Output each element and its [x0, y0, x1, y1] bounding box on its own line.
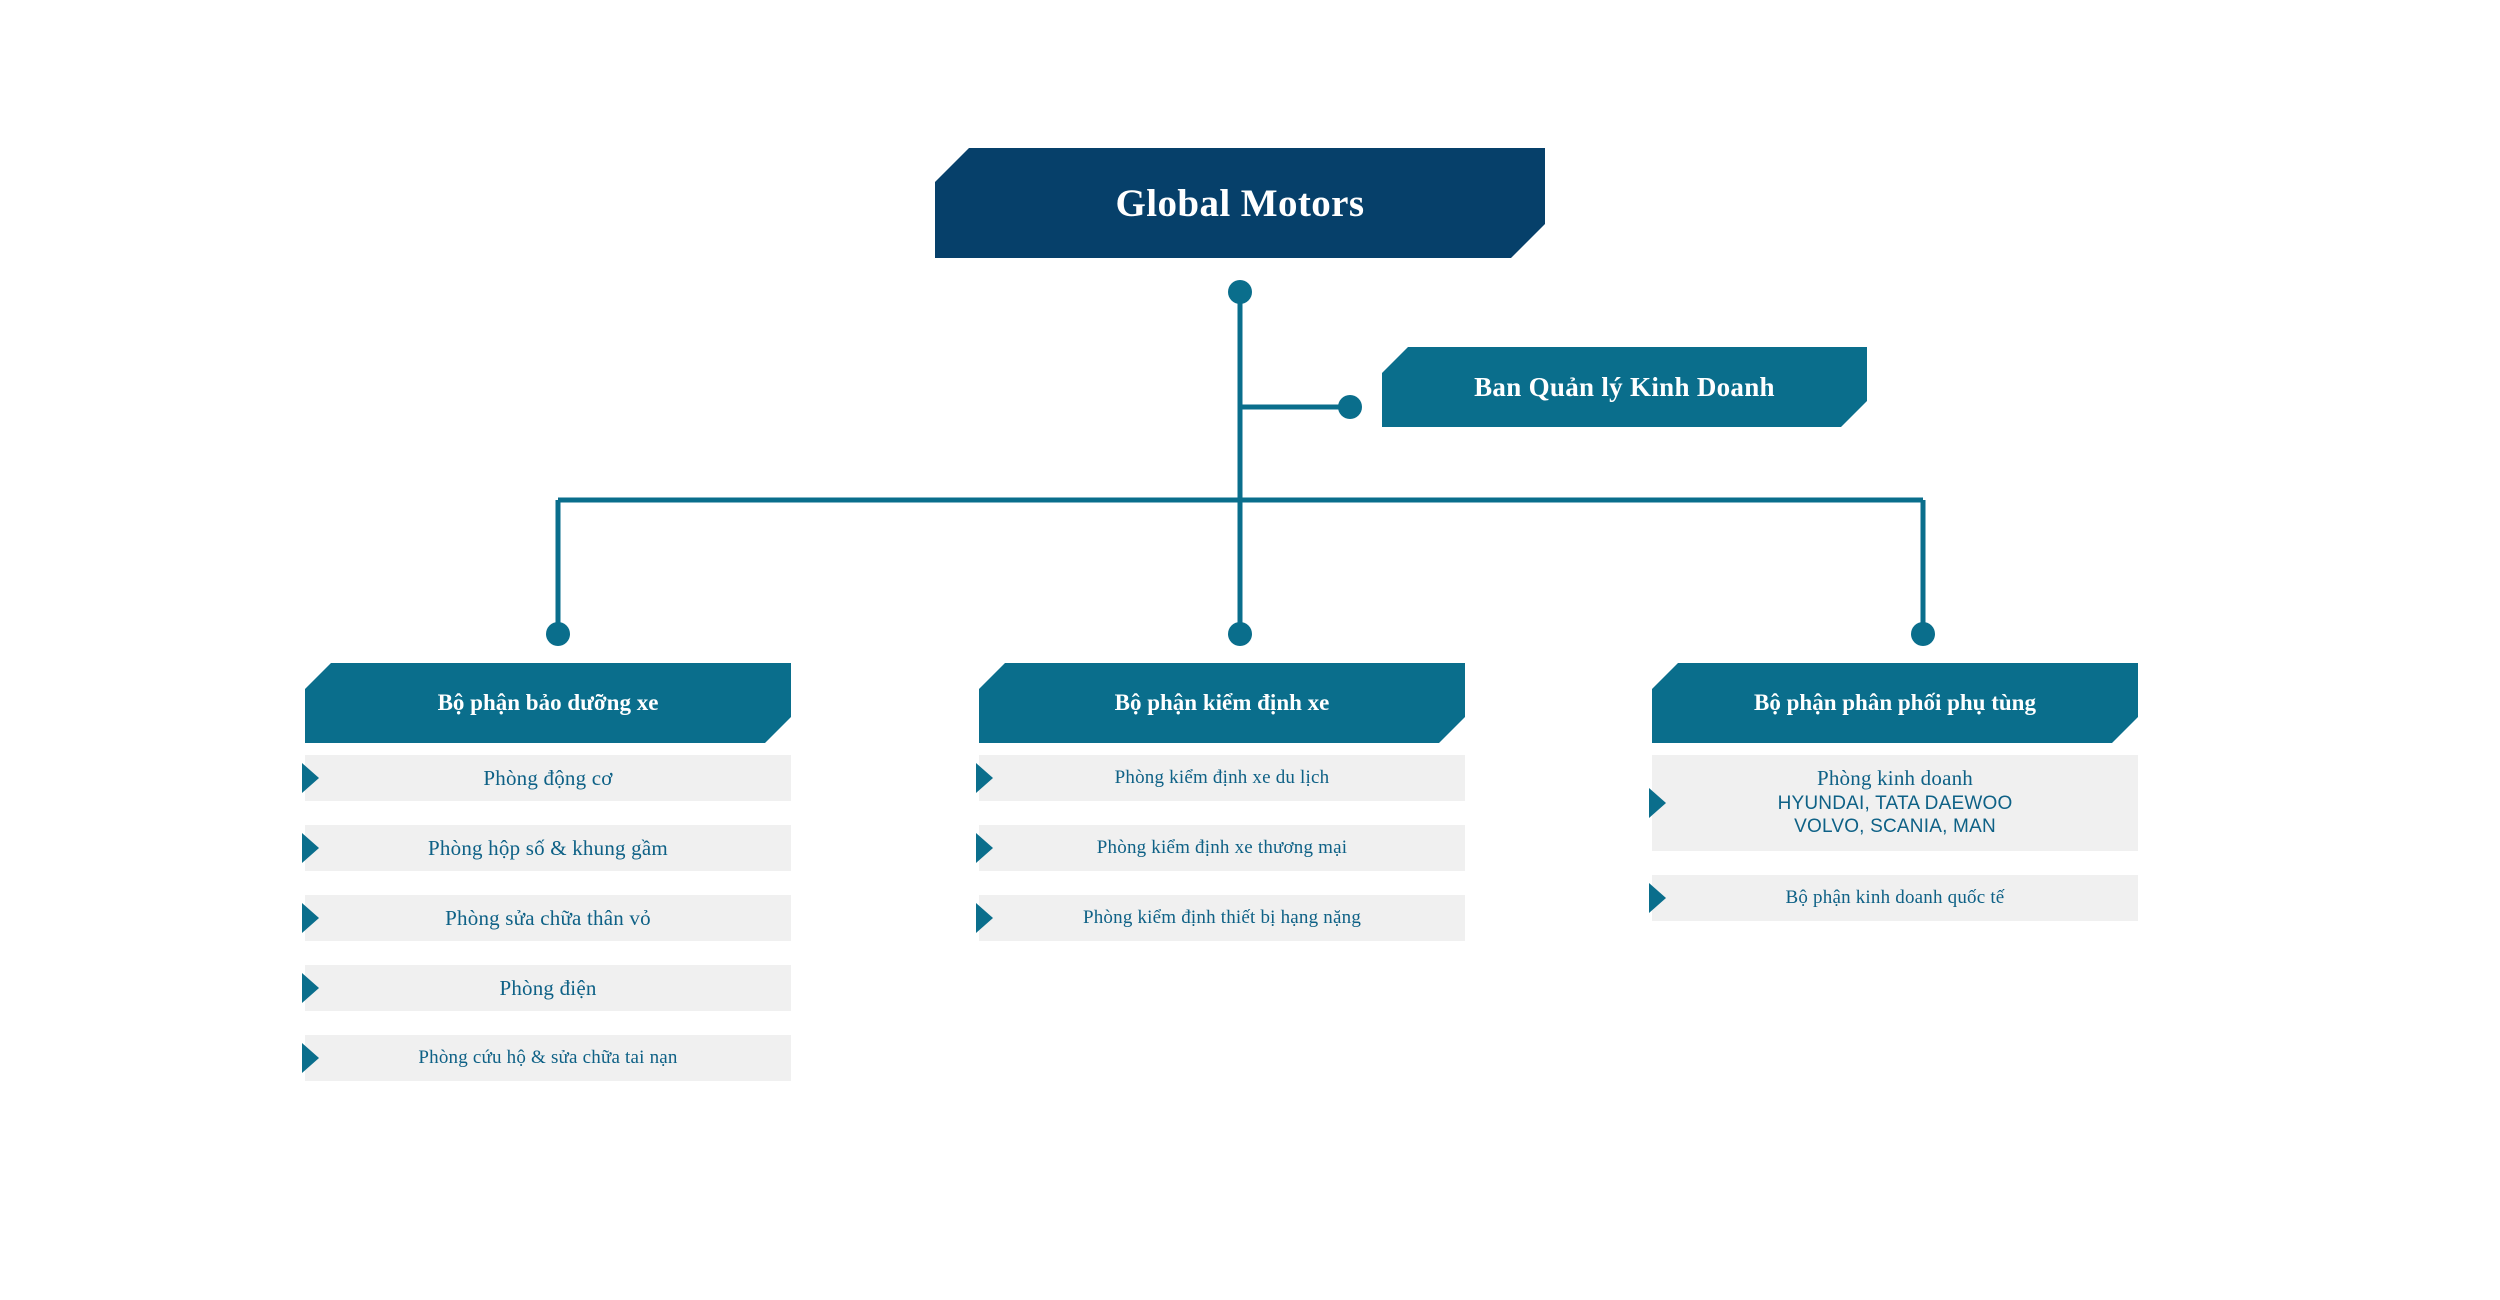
list-item-label: Phòng sửa chữa thân vỏ [445, 905, 651, 930]
department-item-list: Phòng kiểm định xe du lịch Phòng kiểm đị… [976, 755, 1465, 941]
department-header[interactable]: Bộ phận bảo dưỡng xe [305, 663, 791, 743]
list-item-brands: HYUNDAI, TATA DAEWOO VOLVO, SCANIA, MAN [1778, 793, 2013, 839]
list-item-label: Bộ phận kinh doanh quốc tế [1785, 886, 2005, 908]
triangle-marker-icon [976, 833, 993, 863]
list-item-label: Phòng kiểm định xe du lịch [1114, 767, 1330, 789]
drop-dot-right [1911, 622, 1935, 646]
triangle-marker-icon [302, 903, 319, 933]
triangle-marker-icon [302, 1043, 319, 1073]
manager-dot [1338, 395, 1362, 419]
drop-dot-center [1228, 622, 1252, 646]
triangle-marker-icon [976, 763, 993, 793]
list-item-label: Phòng kinh doanh [1816, 766, 1974, 790]
list-item[interactable]: Phòng kiểm định xe du lịch [976, 755, 1465, 801]
department-column-parts-distribution: Bộ phận phân phối phụ tùng Phòng kinh do… [1649, 663, 2138, 945]
list-item-brands-line-2: VOLVO, SCANIA, MAN [1794, 816, 1996, 838]
triangle-marker-icon [302, 973, 319, 1003]
list-item-label: Phòng hộp số & khung gầm [428, 835, 668, 860]
manager-node-label: Ban Quản lý Kinh Doanh [1474, 371, 1775, 402]
trunk-top-dot [1228, 280, 1252, 304]
list-item-label: Phòng kiểm định xe thương mại [1096, 837, 1348, 859]
department-column-maintenance: Bộ phận bảo dưỡng xe Phòng động cơ Phòng… [302, 663, 791, 1105]
root-node[interactable]: Global Motors [935, 148, 1545, 258]
list-item-label: Phòng kiểm định thiết bị hạng nặng [1082, 907, 1362, 929]
department-item-list: Phòng kinh doanh HYUNDAI, TATA DAEWOO VO… [1649, 755, 2138, 921]
list-item[interactable]: Phòng điện [302, 965, 791, 1011]
root-node-label: Global Motors [1115, 181, 1365, 225]
list-item[interactable]: Phòng cứu hộ & sửa chữa tai nạn [302, 1035, 791, 1081]
department-header-label: Bộ phận phân phối phụ tùng [1754, 690, 2036, 715]
drop-dot-left [546, 622, 570, 646]
department-header[interactable]: Bộ phận kiểm định xe [979, 663, 1465, 743]
triangle-marker-icon [1649, 787, 1666, 818]
list-item-label: Phòng điện [499, 975, 597, 1000]
list-item-label: Phòng cứu hộ & sửa chữa tai nạn [418, 1047, 678, 1069]
triangle-marker-icon [976, 903, 993, 933]
list-item[interactable]: Phòng động cơ [302, 755, 791, 801]
list-item[interactable]: Bộ phận kinh doanh quốc tế [1649, 874, 2138, 921]
department-header-label: Bộ phận kiểm định xe [1114, 690, 1330, 715]
list-item[interactable]: Phòng kiểm định thiết bị hạng nặng [976, 895, 1465, 941]
department-column-inspection: Bộ phận kiểm định xe Phòng kiểm định xe … [976, 663, 1465, 965]
list-item-label: Phòng động cơ [483, 765, 613, 790]
triangle-marker-icon [302, 833, 319, 863]
triangle-marker-icon [302, 763, 319, 793]
manager-node[interactable]: Ban Quản lý Kinh Doanh [1382, 347, 1867, 427]
department-item-list: Phòng động cơ Phòng hộp số & khung gầm P… [302, 755, 791, 1081]
triangle-marker-icon [1649, 882, 1666, 913]
list-item[interactable]: Phòng hộp số & khung gầm [302, 825, 791, 871]
department-header-label: Bộ phận bảo dưỡng xe [437, 690, 659, 715]
list-item-brands-line-1: HYUNDAI, TATA DAEWOO [1777, 793, 2013, 815]
list-item-label-group: Phòng kinh doanh HYUNDAI, TATA DAEWOO VO… [1778, 765, 2013, 839]
list-item[interactable]: Phòng kinh doanh HYUNDAI, TATA DAEWOO VO… [1649, 755, 2138, 851]
list-item[interactable]: Phòng kiểm định xe thương mại [976, 825, 1465, 871]
list-item[interactable]: Phòng sửa chữa thân vỏ [302, 895, 791, 941]
department-header[interactable]: Bộ phận phân phối phụ tùng [1652, 663, 2138, 743]
